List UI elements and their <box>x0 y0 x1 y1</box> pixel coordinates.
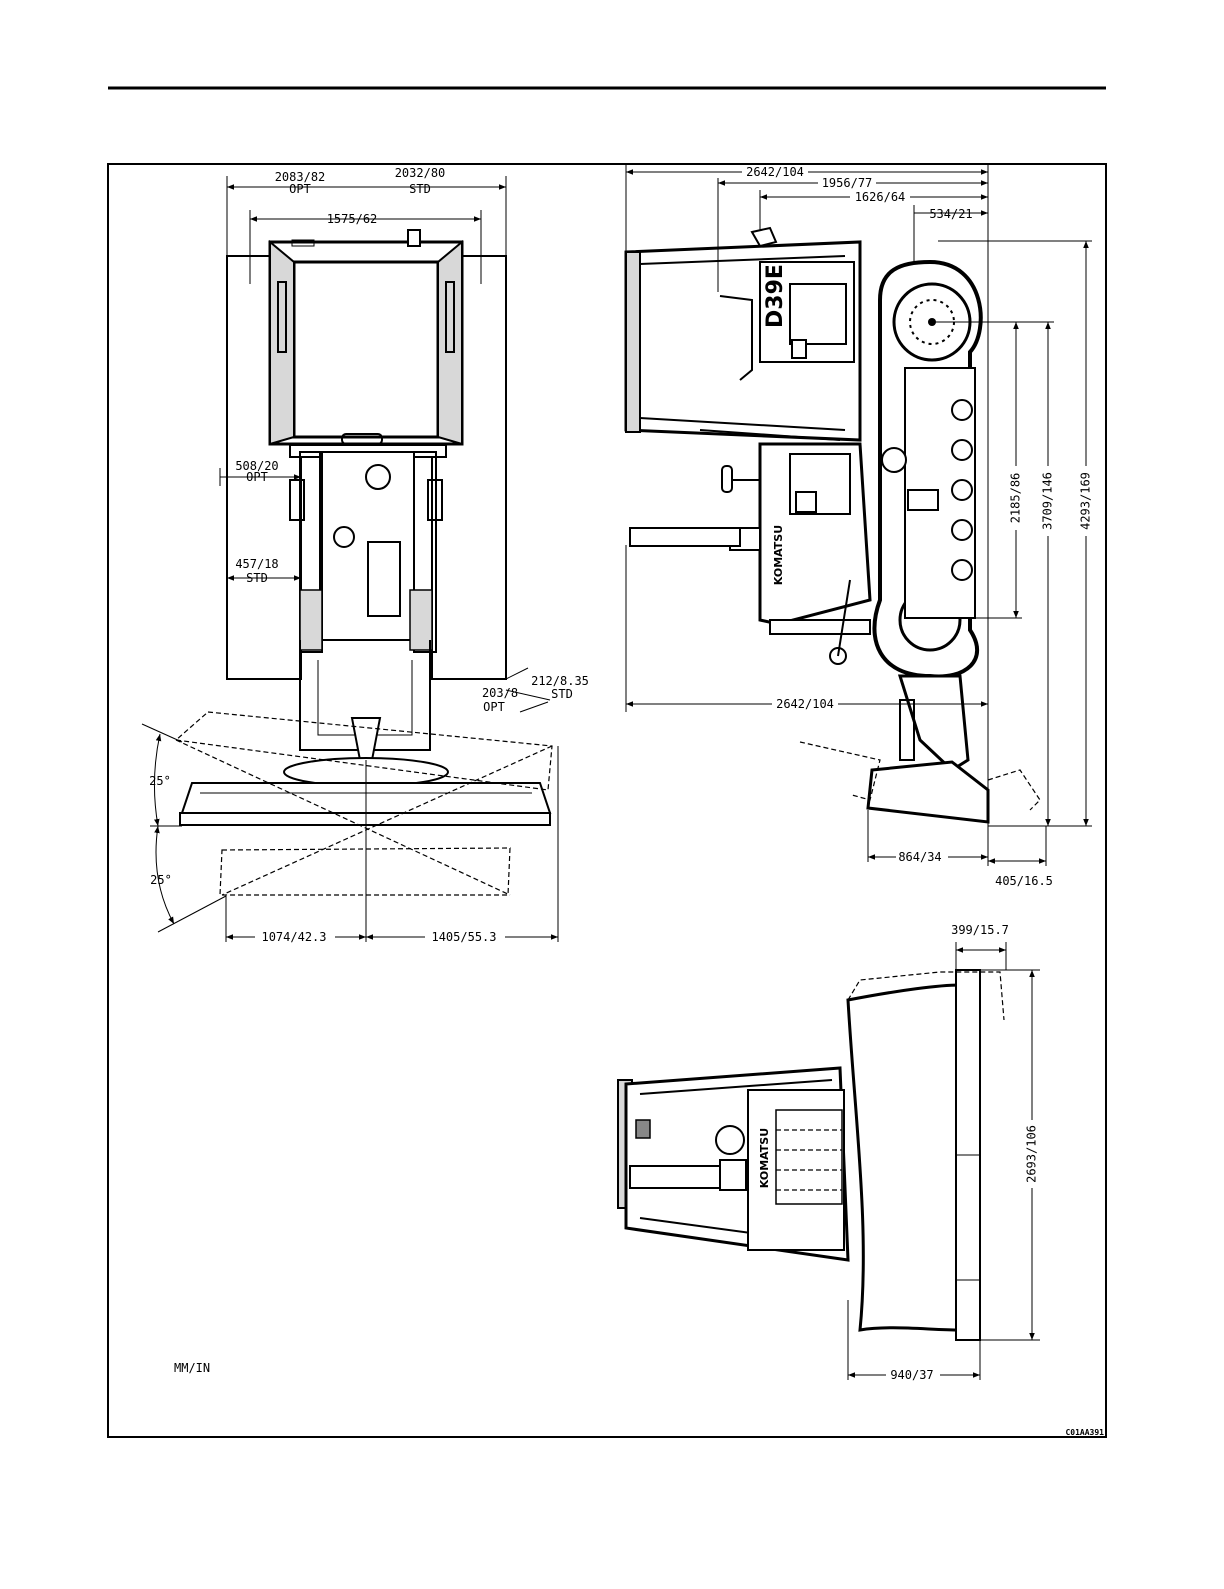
side-body: KOMATSU <box>630 430 870 664</box>
opt-ground-tag: OPT <box>483 700 505 714</box>
std-width-value: 2032/80 <box>395 166 446 180</box>
front-view: 2083/82 OPT 2032/80 STD 1575/62 508/20 O… <box>142 166 589 944</box>
opt-shoe-tag: OPT <box>246 470 268 484</box>
track-gauge: 1575/62 <box>327 212 378 226</box>
right-reach: 1405/55.3 <box>431 930 496 944</box>
height-2: 3709/146 <box>1041 472 1055 530</box>
std-width-tag: STD <box>409 182 431 196</box>
blade-reach: 864/34 <box>898 850 941 864</box>
height-3: 4293/169 <box>1079 472 1093 530</box>
top-view: KOMATSU 399/15.7 2693/106 940/37 <box>618 923 1040 1382</box>
length-3: 1626/64 <box>855 190 906 204</box>
figure-code: C01AA391 <box>1065 1428 1104 1437</box>
units-label: MM/IN <box>174 1361 210 1375</box>
front-blade <box>180 783 550 825</box>
std-shoe-tag: STD <box>246 571 268 585</box>
side-cab: D39E <box>626 228 860 440</box>
angle-down: 25° <box>150 873 172 887</box>
opt-ground-value: 203/8 <box>482 686 518 700</box>
exhaust-icon <box>366 465 390 489</box>
length-bottom: 2642/104 <box>776 697 834 711</box>
tilt-down-outline <box>220 848 510 895</box>
top-brand: KOMATSU <box>758 1128 771 1188</box>
blade-offset-top: 534/21 <box>929 207 972 221</box>
top-blade <box>848 970 1004 1340</box>
beacon-icon <box>408 230 420 246</box>
top-blade-width: 2693/106 <box>1025 1125 1039 1183</box>
left-reach: 1074/42.3 <box>261 930 326 944</box>
length-2: 1956/77 <box>822 176 873 190</box>
overall-length-top: 2642/104 <box>746 165 804 179</box>
top-body: KOMATSU <box>618 1068 848 1260</box>
beacon-icon <box>752 228 776 246</box>
top-blade-depth: 399/15.7 <box>951 923 1009 937</box>
angle-up: 25° <box>149 774 171 788</box>
top-blade-offset: 940/37 <box>890 1368 933 1382</box>
std-ground-value: 212/8.35 <box>531 674 589 688</box>
height-1: 2185/86 <box>1009 473 1023 524</box>
side-brand: KOMATSU <box>772 525 785 585</box>
std-shoe-value: 457/18 <box>235 557 278 571</box>
opt-width-tag: OPT <box>289 182 311 196</box>
blade-tip: 405/16.5 <box>995 874 1053 888</box>
model-badge: D39E <box>763 264 788 328</box>
cab <box>270 230 462 444</box>
side-track <box>874 262 980 677</box>
side-view: D39E KOMATSU <box>626 165 1094 888</box>
std-ground-tag: STD <box>551 687 573 701</box>
